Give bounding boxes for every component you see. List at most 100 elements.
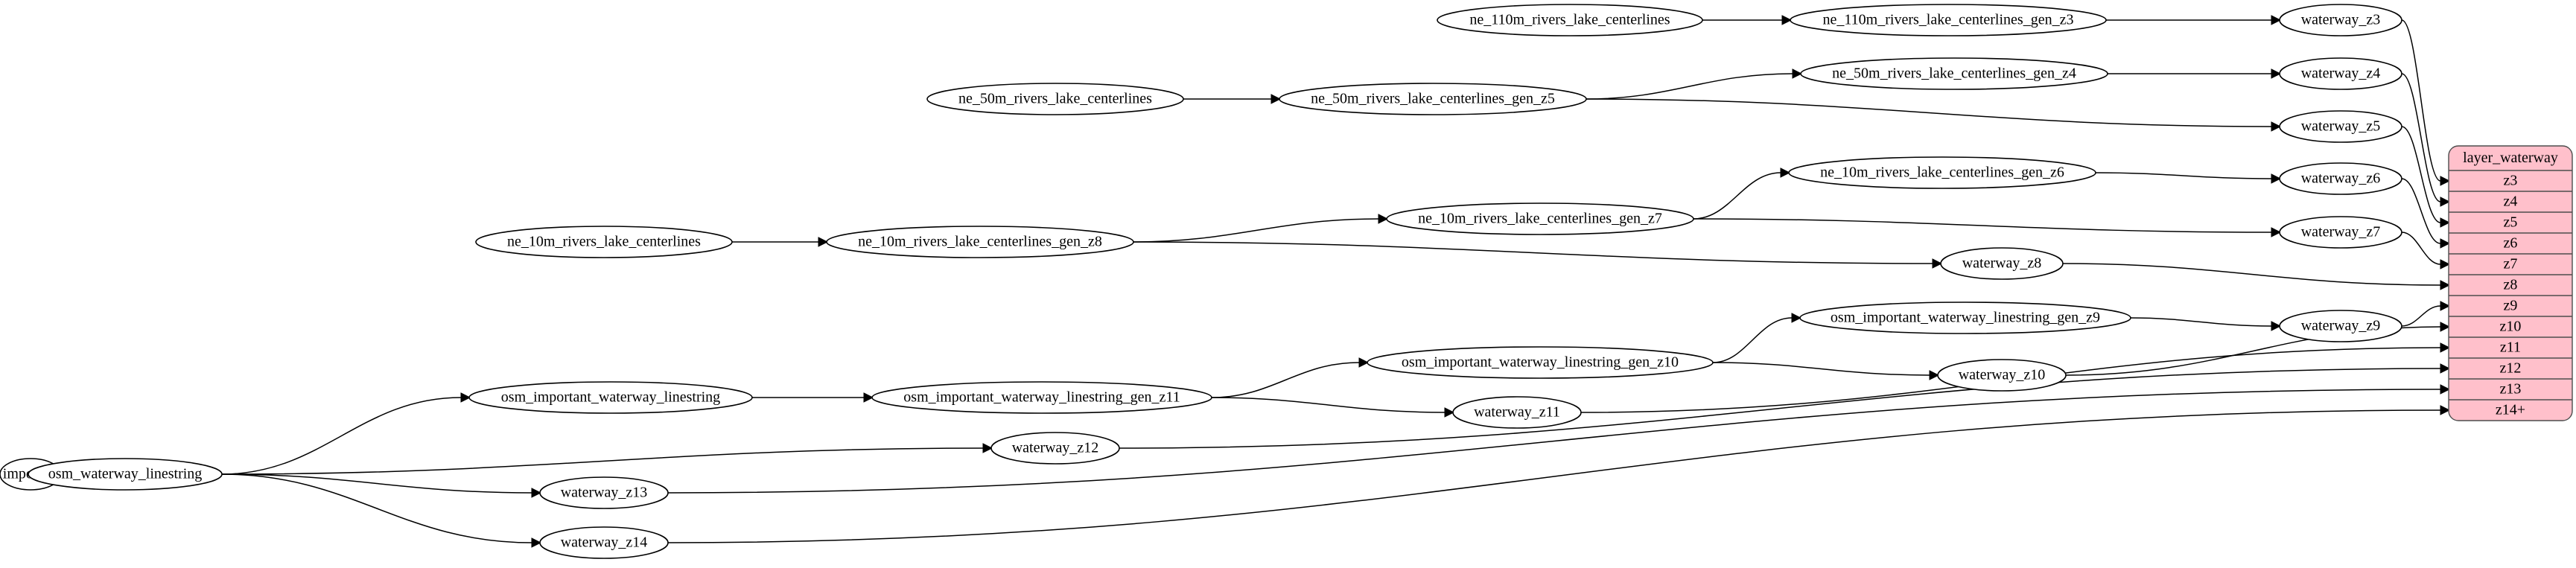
node-shape: [2279, 4, 2402, 36]
edge-arrowhead: [2440, 259, 2451, 269]
edge-arrowhead: [2440, 280, 2451, 290]
graph-node-waterway_z14[interactable]: waterway_z14: [539, 526, 669, 559]
edge-ne_50m_rivers_lake_centerlines_gen_z5-to-ne_50m_rivers_lake_centerlines_gen_z4: [1586, 73, 1793, 100]
edge-arrowhead: [2271, 121, 2282, 132]
layer-waterway-table-body: [2448, 145, 2573, 421]
graph-node-ne_50m_rivers_lake_centerlines_gen_z5[interactable]: ne_50m_rivers_lake_centerlines_gen_z5: [1279, 83, 1587, 115]
edge-waterway_z14-to-layer_waterway.z14+: [667, 409, 2441, 543]
edge-osm_waterway_linestring-to-osm_important_waterway_linestring: [221, 397, 462, 475]
edge-osm_waterway_linestring-to-waterway_z14: [221, 473, 532, 543]
node-shape: [926, 83, 1184, 115]
edge-waterway_z12-to-layer_waterway.z12: [1119, 368, 2441, 449]
edge-arrowhead: [2440, 197, 2451, 207]
graph-node-ne_110m_rivers_lake_centerlines[interactable]: ne_110m_rivers_lake_centerlines: [1437, 4, 1703, 36]
node-shape: [539, 476, 669, 509]
edge-arrowhead: [2440, 405, 2451, 415]
edge-arrowhead: [982, 443, 993, 453]
node-shape: [1452, 396, 1582, 429]
edge-arrowhead: [1932, 258, 1943, 269]
edge-osm_important_waterway_linestring_gen_z11-to-osm_important_waterway_linestring_gen_z10: [1211, 362, 1360, 398]
edge-arrowhead: [1444, 407, 1455, 418]
edge-arrowhead: [1792, 68, 1803, 79]
node-shape: [2279, 162, 2402, 195]
node-shape: [1788, 156, 2096, 189]
node-shape: [2279, 216, 2402, 249]
edge-waterway_z6-to-layer_waterway.z6: [2401, 178, 2441, 244]
node-shape: [539, 526, 669, 559]
edge-ne_50m_rivers_lake_centerlines_gen_z5-to-waterway_z5: [1586, 98, 2272, 127]
node-shape: [1800, 57, 2108, 90]
graph-node-waterway_z5[interactable]: waterway_z5: [2279, 110, 2402, 143]
layer-waterway-table: layer_waterwayz3z4z5z6z7z8z9z10z11z12z13…: [2448, 145, 2573, 421]
edge-arrowhead: [531, 488, 542, 498]
edge-osm_important_waterway_linestring_gen_z9-to-waterway_z9: [2130, 317, 2272, 327]
node-shape: [28, 458, 223, 491]
edge-waterway_z9-to-layer_waterway.z9: [2401, 305, 2441, 327]
node-shape: [1367, 346, 1714, 379]
node-shape: [990, 432, 1120, 465]
edge-arrowhead: [1929, 370, 1940, 380]
edge-arrowhead: [2271, 173, 2282, 184]
graph-node-osm_important_waterway_linestring[interactable]: osm_important_waterway_linestring: [468, 381, 753, 414]
edge-osm_important_waterway_linestring_gen_z10-to-waterway_z10: [1712, 362, 1930, 376]
edge-arrowhead: [2271, 68, 2282, 79]
edge-arrowhead: [531, 537, 542, 548]
edge-arrowhead: [1781, 15, 1793, 25]
graph-node-waterway_z7[interactable]: waterway_z7: [2279, 216, 2402, 249]
node-shape: [468, 381, 753, 414]
edge-arrowhead: [2440, 238, 2451, 249]
edge-ne_10m_rivers_lake_centerlines_gen_z8-to-ne_10m_rivers_lake_centerlines_gen_z7: [1133, 218, 1379, 243]
edge-arrowhead: [2271, 227, 2282, 237]
edge-waterway_z4-to-layer_waterway.z4: [2401, 73, 2441, 202]
graph-node-waterway_z3[interactable]: waterway_z3: [2279, 4, 2402, 36]
graph-node-ne_10m_rivers_lake_centerlines[interactable]: ne_10m_rivers_lake_centerlines: [475, 226, 733, 258]
graph-node-waterway_z6[interactable]: waterway_z6: [2279, 162, 2402, 195]
edge-arrowhead: [1791, 313, 1802, 323]
edge-waterway_z8-to-layer_waterway.z8: [2062, 263, 2441, 286]
node-shape: [2279, 57, 2402, 90]
graph-node-ne_110m_rivers_lake_centerlines_gen_z3[interactable]: ne_110m_rivers_lake_centerlines_gen_z3: [1790, 4, 2107, 36]
graph-node-ne_10m_rivers_lake_centerlines_gen_z6[interactable]: ne_10m_rivers_lake_centerlines_gen_z6: [1788, 156, 2096, 189]
edge-ne_10m_rivers_lake_centerlines_gen_z7-to-ne_10m_rivers_lake_centerlines_gen_z6: [1693, 172, 1781, 220]
edge-arrowhead: [1270, 94, 1282, 104]
graph-node-ne_10m_rivers_lake_centerlines_gen_z7[interactable]: ne_10m_rivers_lake_centerlines_gen_z7: [1386, 202, 1694, 235]
edge-arrowhead: [863, 392, 874, 403]
graph-node-waterway_z10[interactable]: waterway_z10: [1937, 359, 2067, 392]
edge-arrowhead: [2440, 363, 2451, 374]
node-shape: [1279, 83, 1587, 115]
node-shape: [1940, 247, 2064, 280]
graph-node-ne_10m_rivers_lake_centerlines_gen_z8[interactable]: ne_10m_rivers_lake_centerlines_gen_z8: [826, 226, 1134, 258]
node-shape: [1790, 4, 2107, 36]
edge-waterway_z5-to-layer_waterway.z5: [2401, 126, 2441, 223]
edge-arrowhead: [2440, 384, 2451, 395]
edge-arrowhead: [2440, 217, 2451, 228]
node-shape: [1437, 4, 1703, 36]
edge-osm_important_waterway_linestring_gen_z10-to-osm_important_waterway_linestring_gen_z9: [1712, 317, 1793, 363]
graph-node-ne_50m_rivers_lake_centerlines_gen_z4[interactable]: ne_50m_rivers_lake_centerlines_gen_z4: [1800, 57, 2108, 90]
edge-arrowhead: [2440, 342, 2451, 353]
edge-arrowhead: [1358, 357, 1370, 368]
edges-layer: [17, 15, 2451, 548]
graph-node-osm_important_waterway_linestring_gen_z11[interactable]: osm_important_waterway_linestring_gen_z1…: [871, 381, 1212, 414]
edge-waterway_z13-to-layer_waterway.z13: [667, 389, 2441, 494]
graph-node-waterway_z8[interactable]: waterway_z8: [1940, 247, 2064, 280]
graph-node-ne_50m_rivers_lake_centerlines[interactable]: ne_50m_rivers_lake_centerlines: [926, 83, 1184, 115]
edge-osm_waterway_linestring-to-waterway_z12: [221, 447, 984, 475]
graph-node-osm_important_waterway_linestring_gen_z10[interactable]: osm_important_waterway_linestring_gen_z1…: [1367, 346, 1714, 379]
edge-arrowhead: [2440, 176, 2451, 186]
node-shape: [2279, 110, 2402, 143]
graph-node-waterway_z12[interactable]: waterway_z12: [990, 432, 1120, 465]
graph-node-osm_waterway_linestring[interactable]: osm_waterway_linestring: [28, 458, 223, 491]
graph-node-waterway_z4[interactable]: waterway_z4: [2279, 57, 2402, 90]
node-shape: [475, 226, 733, 258]
graph-node-waterway_z9[interactable]: waterway_z9: [2279, 310, 2402, 342]
graph-node-waterway_z13[interactable]: waterway_z13: [539, 476, 669, 509]
graph-node-waterway_z11[interactable]: waterway_z11: [1452, 396, 1582, 429]
edge-arrowhead: [2271, 15, 2282, 25]
edge-arrowhead: [2271, 321, 2282, 331]
edge-arrowhead: [1378, 214, 1389, 224]
graph-node-osm_important_waterway_linestring_gen_z9[interactable]: osm_important_waterway_linestring_gen_z9: [1799, 301, 2131, 334]
edge-osm_waterway_linestring-to-waterway_z13: [221, 473, 532, 494]
edge-waterway_z7-to-layer_waterway.z7: [2401, 232, 2441, 265]
